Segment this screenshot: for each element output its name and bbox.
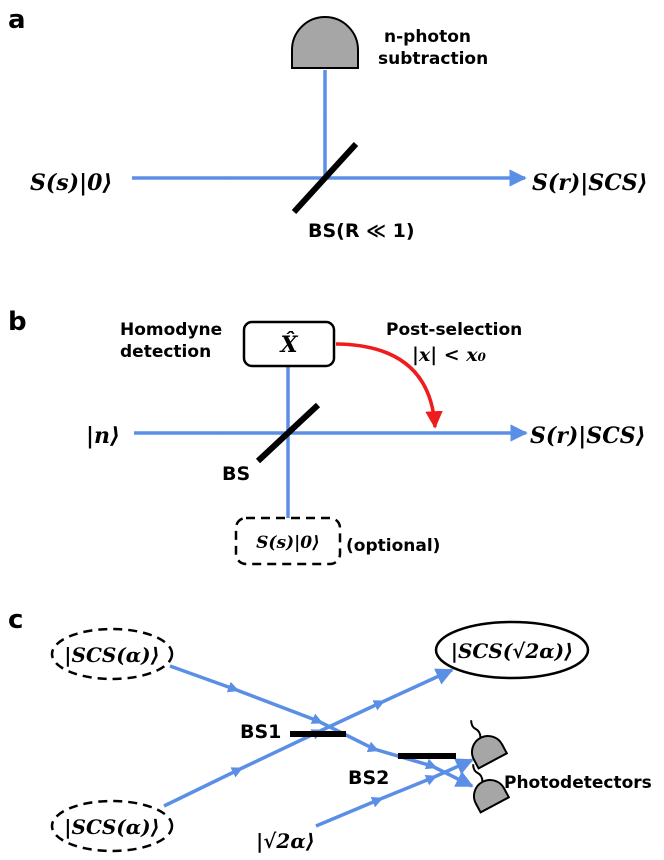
detector-a-label-2: subtraction — [378, 49, 488, 69]
photodetector-upper-icon — [470, 720, 509, 770]
panel-b-output-label: S(r)|SCS⟩ — [530, 423, 646, 449]
beam-splitter-b — [255, 402, 321, 464]
photodetectors-label: Photodetectors — [504, 773, 652, 793]
beam-c-aux-input — [315, 758, 474, 828]
panel-a-bs-label: BS(R ≪ 1) — [308, 220, 415, 242]
scs-output-label: |SCS(√2α)⟩ — [451, 639, 574, 663]
panel-a-label: a — [8, 5, 26, 35]
bs1-label: BS1 — [240, 721, 281, 743]
beam-c-upper-input — [169, 664, 474, 788]
homodyne-label-1: Homodyne — [120, 320, 222, 340]
panel-b-bs-label: BS — [222, 463, 250, 485]
homodyne-label-2: detection — [120, 342, 211, 362]
optional-box-label: S(s)|0⟩ — [256, 533, 320, 553]
post-selection-condition: |x| < x₀ — [412, 344, 487, 366]
detector-a-label-1: n-photon — [384, 27, 471, 47]
scs-input-bottom-label: |SCS(α)⟩ — [64, 815, 160, 839]
post-selection-arrow — [335, 342, 443, 429]
bs2-label: BS2 — [348, 767, 389, 789]
panel-b-label: b — [8, 307, 27, 337]
panel-b-input-label: |n⟩ — [86, 423, 120, 449]
optional-squeezed-box — [234, 516, 342, 566]
scs-input-top-label: |SCS(α)⟩ — [64, 643, 160, 667]
scs-input-top — [50, 627, 174, 681]
aux-input-label: |√2α⟩ — [256, 829, 315, 853]
homodyne-box-symbol: X̂ — [278, 332, 298, 358]
scs-input-bottom — [50, 799, 174, 853]
post-selection-label: Post-selection — [386, 320, 522, 340]
panel-a-output-label: S(r)|SCS⟩ — [532, 170, 648, 196]
homodyne-box — [242, 320, 336, 368]
photon-detector-a-icon — [291, 16, 359, 69]
optional-label: (optional) — [346, 536, 440, 556]
photodetector-lower-icon — [472, 764, 511, 814]
panel-c-label: c — [8, 605, 23, 635]
beam-splitter-a — [291, 141, 359, 215]
panel-a-input-label: S(s)|0⟩ — [30, 170, 112, 196]
scs-output — [434, 620, 590, 680]
